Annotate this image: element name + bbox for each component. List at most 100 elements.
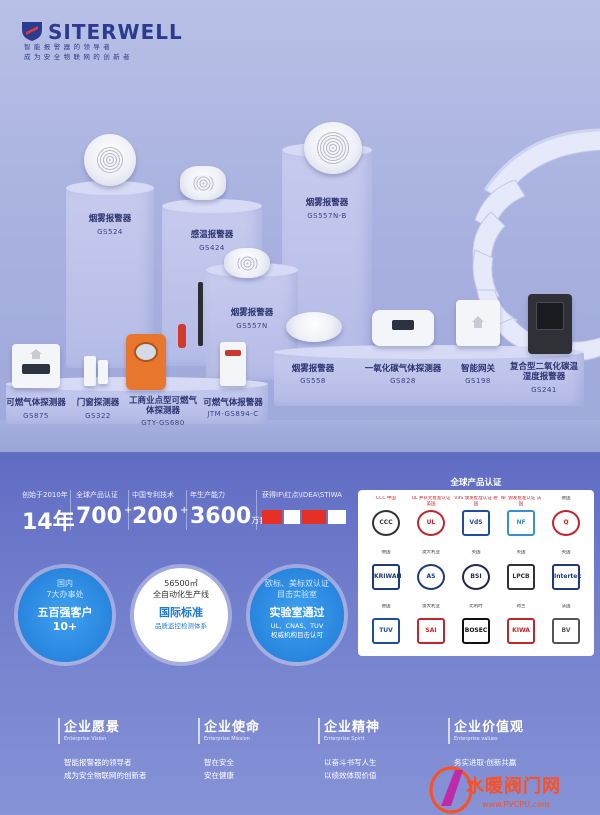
smoke-alarm-gs557n-image <box>224 248 270 278</box>
pedestal-right <box>274 345 584 406</box>
value-subtitle: Enterprise Vision <box>64 736 107 742</box>
industrial-gas-detector-gs680-image <box>126 334 166 390</box>
value-vision: 企业愿景 Enterprise Vision 智能报警器的领导者成为安全物联网的… <box>58 716 147 782</box>
stat-value: 700 <box>76 504 122 529</box>
cert-logo-bsi: BSI <box>462 564 490 590</box>
divider <box>128 490 129 530</box>
stat-caption: 年生产能力 <box>190 491 225 499</box>
cert-logo-sai: SAI <box>417 618 445 644</box>
cert-logo-ccc: CCC <box>372 510 400 536</box>
product-name-gs558: 烟雾报警器 <box>291 364 335 374</box>
home-icon <box>472 316 484 328</box>
shield-logo-icon <box>22 22 42 41</box>
value-line-1: 务实进取·创新共赢 <box>454 758 517 767</box>
stat-caption: 全球产品认证 <box>76 491 118 499</box>
stat-value: 14年 <box>22 510 75 535</box>
co2-alarm-gs241-image <box>528 294 572 354</box>
slogan-line-1: 智能报警器的领导者 <box>24 43 114 51</box>
cert-region: VdS 颁发批准认证 德国 <box>454 496 498 507</box>
cert-kiwa: 荷兰 KIWA <box>499 604 543 658</box>
circle-sub: 品质监控检测体系 <box>155 622 207 630</box>
stat-caption: 创始于2010年 <box>22 491 68 499</box>
stiwa-award-logo <box>328 510 346 524</box>
cert-logo-kiwa: KIWA <box>507 618 535 644</box>
product-name-gs828: 一氧化碳气体探测器 <box>364 364 442 374</box>
alarm-light-image <box>178 324 186 348</box>
watermark-url: www.PVCPU.com <box>482 800 550 809</box>
product-name-gs557nb: 烟雾报警器 <box>305 198 349 208</box>
product-name-gs424: 感温报警器 <box>190 230 234 240</box>
stat-value: 3600 <box>190 504 252 529</box>
circle-sub-2: 权威机构目击认可 <box>271 631 323 639</box>
cert-region: 澳大利亚 <box>422 604 440 609</box>
cert-region: CCC 中国 <box>376 496 396 501</box>
circle-main: 五百强客户 <box>37 606 93 619</box>
circle-line-2: 7大办事处 <box>46 590 84 599</box>
product-code-gs557nb: GS557N-B <box>307 212 347 220</box>
cert-logo-nf: NF <box>507 510 535 536</box>
circle-main: 国际标准 <box>159 606 203 619</box>
cert-region: 澳大利亚 <box>422 550 440 555</box>
certifications-title: 全球产品认证 <box>450 478 502 488</box>
cert-logo-bv: BV <box>552 618 580 644</box>
product-code-gs558: GS558 <box>300 377 326 385</box>
offices-circle: 国内 7大办事处 五百强客户 10+ <box>18 568 112 662</box>
reddot-award-logo <box>262 510 282 524</box>
home-icon <box>30 349 42 359</box>
product-code-gs680: GTY-GS680 <box>141 419 185 427</box>
stat-value: 200 <box>132 504 178 529</box>
value-title: 企业愿景 <box>64 720 121 735</box>
value-title: 企业精神 <box>324 720 381 735</box>
cert-region: 荷兰 <box>516 604 526 609</box>
co-detector-gs828-image <box>372 310 434 346</box>
if-award-logo <box>284 510 300 524</box>
heat-alarm-gs424-image <box>180 166 226 200</box>
circle-sub: 10+ <box>52 620 78 633</box>
circle-line-2: 目击实验室 <box>277 590 317 599</box>
value-line-1: 智能报警器的领导者 <box>64 758 132 767</box>
cert-logo-as: AS <box>417 564 445 590</box>
product-name-gs198: 智能网关 <box>460 364 495 374</box>
value-subtitle: Enterprise Mission <box>204 736 250 742</box>
value-line-1: 以奋斗书写人生 <box>324 758 377 767</box>
stat-suffix: + <box>123 505 133 516</box>
cert-region: 德国 <box>561 496 571 501</box>
circle-line-1: 56500㎡ <box>164 579 198 588</box>
circle-line-1: 欧标、美标双认证 <box>265 579 329 588</box>
product-name-gs680: 工商业点型可燃气体探测器 <box>128 396 197 416</box>
cert-logo-ul: UL <box>417 510 445 536</box>
cert-ccc: CCC 中国 CCC <box>364 496 408 550</box>
value-line-2: 以绩效体现价值 <box>324 771 377 780</box>
value-line-2: 安在健康 <box>204 771 234 780</box>
circle-sub: UL、CNAS、TUV <box>270 622 324 630</box>
product-code-gs241: GS241 <box>531 386 557 394</box>
circle-main: 实验室通过 <box>269 606 325 619</box>
divider <box>70 490 71 530</box>
product-code-gs424: GS424 <box>199 244 225 252</box>
stat-capacity: 年生产能力 3600万套 <box>190 490 267 529</box>
cert-sai: 澳大利亚 SAI <box>409 604 453 658</box>
value-title: 企业价值观 <box>454 720 525 735</box>
idea-award-logo <box>302 510 326 524</box>
value-line-2: 成为安全物联网的创新者 <box>64 771 147 780</box>
cert-region: 英国 <box>516 550 526 555</box>
stat-caption: 中国专利技术 <box>132 491 174 499</box>
cert-logo-tuv: TUV <box>372 618 400 644</box>
antenna-image <box>198 282 203 346</box>
product-showcase: SITERWELL 智能报警器的领导者 成为安全物联网的创新者 <box>0 0 600 452</box>
stat-certifications: 全球产品认证 700+ <box>76 490 132 529</box>
product-code-gs557n: GS557N <box>236 322 268 330</box>
product-code-gs875: GS875 <box>23 412 49 420</box>
stat-patents: 中国专利技术 200+ <box>132 490 188 529</box>
product-code-gs828: GS828 <box>390 377 416 385</box>
smoke-alarm-gs524-image <box>84 134 136 186</box>
product-name-gs322: 门窗探测器 <box>76 398 120 408</box>
product-name-gs557n: 烟雾报警器 <box>230 308 274 318</box>
product-code-gs894: JTM-GS894-C <box>207 410 259 418</box>
